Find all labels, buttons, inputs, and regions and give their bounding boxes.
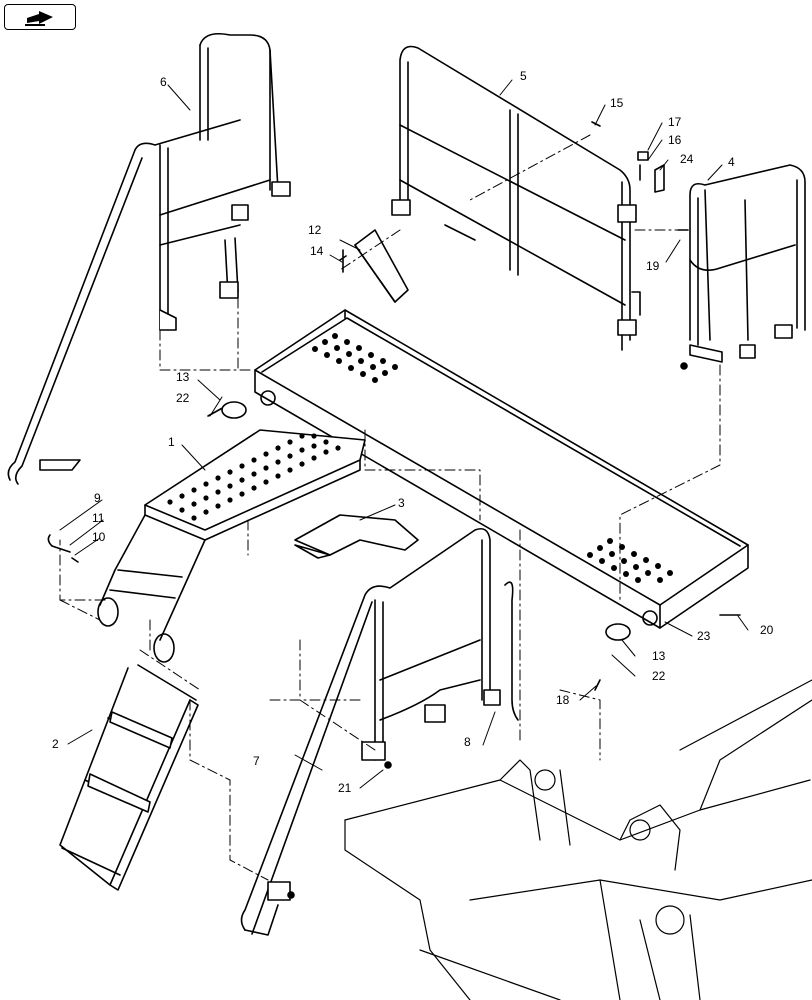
callout-15: 15	[610, 96, 624, 110]
callout-23: 23	[697, 629, 711, 643]
step-assembly	[97, 429, 366, 663]
right-handrail	[689, 164, 806, 363]
hardware	[47, 121, 741, 899]
callout-16: 16	[668, 133, 682, 147]
callout-6: 6	[160, 75, 167, 89]
callout-13b: 13	[652, 649, 666, 663]
leader-lines	[59, 79, 749, 789]
machine-frame	[344, 679, 812, 1000]
lower-ladder	[59, 664, 199, 891]
callout-22a: 22	[176, 391, 190, 405]
callout-8: 8	[464, 735, 471, 749]
callout-20: 20	[760, 623, 774, 637]
callout-21: 21	[338, 781, 352, 795]
callout-11: 11	[92, 511, 105, 525]
callout-3: 3	[398, 496, 405, 510]
assembly-lines	[59, 134, 721, 881]
callout-17: 17	[668, 115, 682, 129]
front-handrail	[240, 527, 501, 936]
main-platform	[254, 309, 749, 629]
next-page-arrow-icon	[25, 11, 53, 26]
callout-24: 24	[680, 152, 694, 166]
callout-14: 14	[310, 244, 324, 258]
back-handrail	[391, 45, 637, 351]
mounting-bracket	[294, 514, 419, 559]
callout-9: 9	[94, 491, 101, 505]
callout-4: 4	[728, 155, 735, 169]
callout-1: 1	[168, 435, 175, 449]
callout-labels: 1 2 3 4 5 6 7 8 9 10 11 12 13 13 14 15 1…	[52, 69, 774, 795]
next-page-button[interactable]	[4, 4, 76, 30]
cable	[504, 581, 519, 721]
callout-12: 12	[308, 223, 322, 237]
callout-7: 7	[253, 754, 260, 768]
callout-2: 2	[52, 737, 59, 751]
callout-10: 10	[92, 530, 106, 544]
callout-22b: 22	[652, 669, 666, 683]
upper-left-handrail	[7, 32, 291, 485]
callout-18: 18	[556, 693, 570, 707]
callout-19: 19	[646, 259, 660, 273]
perforation-pattern	[312, 333, 673, 583]
callout-13a: 13	[176, 370, 190, 384]
reflector-triangle	[354, 229, 409, 303]
callout-5: 5	[520, 69, 527, 83]
